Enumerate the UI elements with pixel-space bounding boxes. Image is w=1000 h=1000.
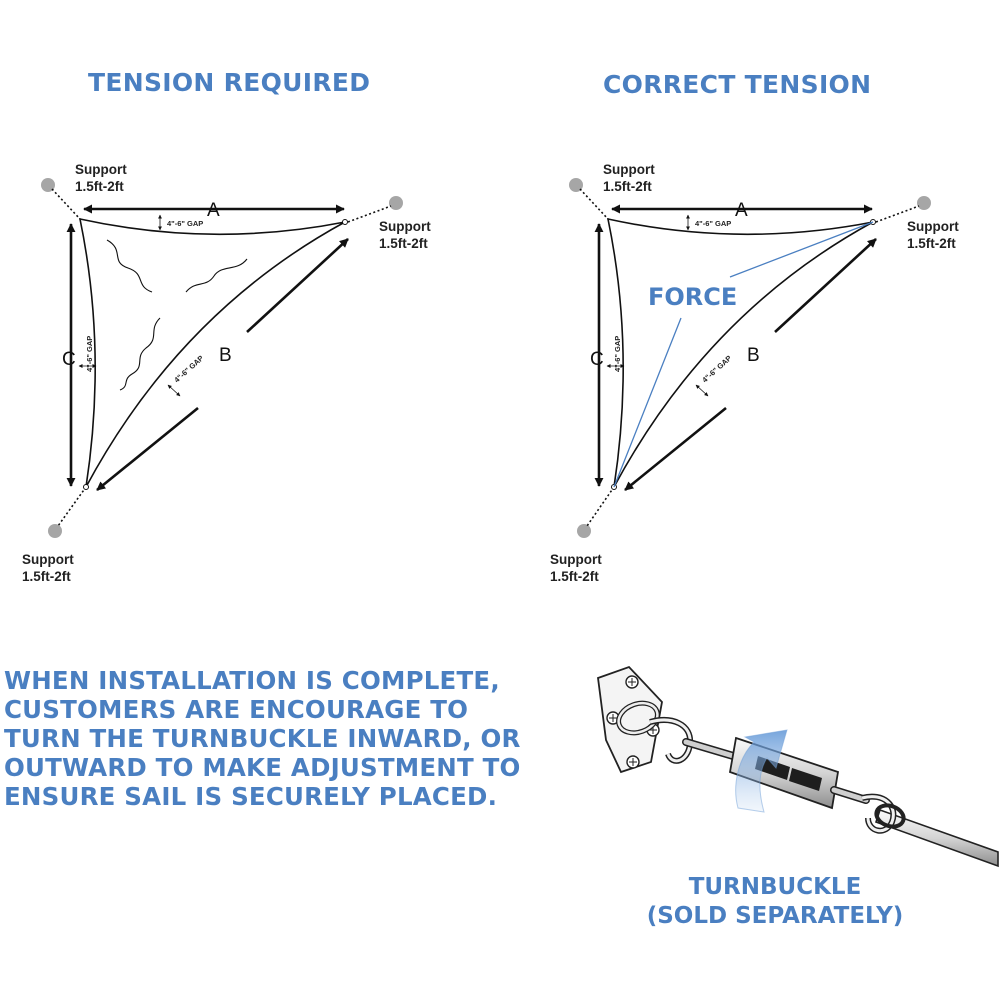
correct-tension-diagram: FORCE A B C 4"-6" GAP 4"-6" GAP 4"-6" GA… bbox=[550, 162, 959, 584]
tie-line-right bbox=[347, 205, 392, 223]
support-post-top-left bbox=[41, 178, 55, 192]
gap-label-a: 4"-6" GAP bbox=[695, 219, 731, 228]
tie-line-bottom bbox=[586, 486, 615, 527]
dimension-arrow-b-upper bbox=[774, 238, 877, 333]
force-line-upper bbox=[729, 221, 874, 278]
rotation-arrow-icon bbox=[735, 729, 788, 813]
gap-label-b: 4"-6" GAP bbox=[700, 354, 733, 385]
instruction-line: WHEN INSTALLATION IS COMPLETE, bbox=[4, 666, 500, 695]
side-label-a: A bbox=[735, 200, 748, 221]
turnbuckle-caption-title: TURNBUCKLE bbox=[688, 874, 862, 900]
gap-marker-b bbox=[167, 384, 181, 397]
support-label: Support bbox=[379, 219, 431, 234]
support-post-top-left bbox=[569, 178, 583, 192]
support-post-bottom bbox=[48, 524, 62, 538]
support-label: Support bbox=[603, 162, 655, 177]
side-label-c: C bbox=[62, 349, 76, 370]
sail-wrinkle bbox=[119, 317, 161, 391]
installation-instructions: WHEN INSTALLATION IS COMPLETE, CUSTOMERS… bbox=[4, 666, 564, 811]
sail-wrinkle bbox=[106, 239, 153, 293]
side-label-b: B bbox=[219, 345, 232, 366]
support-label: Support bbox=[907, 219, 959, 234]
turnbuckle-caption: TURNBUCKLE (SOLD SEPARATELY) bbox=[600, 873, 950, 931]
correct-tension-title: CORRECT TENSION bbox=[603, 70, 872, 99]
support-distance: 1.5ft-2ft bbox=[550, 569, 599, 584]
support-distance: 1.5ft-2ft bbox=[75, 179, 124, 194]
force-label: FORCE bbox=[648, 283, 737, 311]
pad-eye-plate bbox=[597, 665, 663, 774]
sail-outline bbox=[606, 217, 874, 488]
gap-label-a: 4"-6" GAP bbox=[167, 219, 203, 228]
support-post-bottom bbox=[577, 524, 591, 538]
gap-label-b: 4"-6" GAP bbox=[172, 354, 205, 385]
gap-marker-b bbox=[695, 384, 709, 397]
instruction-line: ENSURE SAIL IS SECURELY PLACED. bbox=[4, 782, 498, 811]
dimension-arrow-b-upper bbox=[246, 238, 349, 333]
tie-line-right bbox=[875, 205, 920, 223]
gap-label-c: 4"-6" GAP bbox=[85, 336, 94, 372]
support-post-right bbox=[389, 196, 403, 210]
sail-wrinkle bbox=[185, 258, 248, 293]
tension-required-title: TENSION REQUIRED bbox=[88, 68, 371, 97]
instruction-line: TURN THE TURNBUCKLE INWARD, OR bbox=[4, 724, 521, 753]
tie-line-bottom bbox=[57, 486, 87, 527]
force-line-lower bbox=[613, 317, 682, 488]
tension-required-diagram: A B C 4"-6" GAP 4"-6" GAP 4"-6" GAP Supp… bbox=[22, 162, 431, 584]
side-label-a: A bbox=[207, 200, 220, 221]
support-label: Support bbox=[550, 552, 602, 567]
gap-label-c: 4"-6" GAP bbox=[613, 336, 622, 372]
support-distance: 1.5ft-2ft bbox=[379, 236, 428, 251]
support-distance: 1.5ft-2ft bbox=[22, 569, 71, 584]
support-post-right bbox=[917, 196, 931, 210]
support-label: Support bbox=[75, 162, 127, 177]
turnbuckle-caption-note: (SOLD SEPARATELY) bbox=[646, 903, 904, 929]
support-distance: 1.5ft-2ft bbox=[907, 236, 956, 251]
dimension-arrow-b-lower bbox=[96, 406, 199, 492]
support-distance: 1.5ft-2ft bbox=[603, 179, 652, 194]
support-label: Support bbox=[22, 552, 74, 567]
turnbuckle-illustration bbox=[597, 665, 999, 868]
sail-outline bbox=[78, 217, 346, 488]
instruction-line: CUSTOMERS ARE ENCOURAGE TO bbox=[4, 695, 469, 724]
side-label-b: B bbox=[747, 345, 760, 366]
dimension-arrow-b-lower bbox=[624, 406, 727, 492]
side-label-c: C bbox=[590, 349, 604, 370]
instruction-line: OUTWARD TO MAKE ADJUSTMENT TO bbox=[4, 753, 521, 782]
